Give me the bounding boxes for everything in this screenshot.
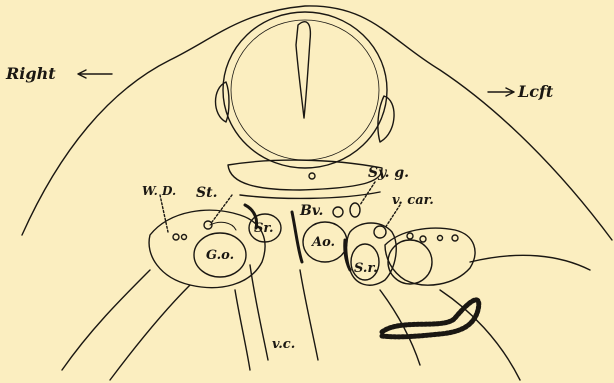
lower-left-tissue: [62, 270, 150, 370]
label-go: G.o.: [206, 249, 234, 262]
notochord: [228, 160, 382, 190]
arrow-right: [78, 70, 112, 78]
arrow-left: [488, 88, 514, 96]
label-vc: v.c.: [272, 338, 295, 351]
right-kidney: [385, 228, 475, 285]
label-st: St.: [196, 186, 217, 200]
label-right: Right: [6, 66, 56, 82]
aorta-region: [240, 192, 380, 198]
label-sr-right: S.r.: [354, 262, 378, 275]
label-vcar: v. car.: [392, 194, 434, 207]
label-left: Lcft: [518, 84, 553, 100]
neural-canal: [296, 22, 310, 118]
label-syg: Sy. g.: [368, 166, 409, 180]
label-ao: Ao.: [312, 236, 335, 249]
coiled-duct: [382, 300, 479, 337]
label-bv: Bv.: [300, 204, 323, 218]
label-wd: W. D.: [142, 185, 176, 197]
label-sr-left: Sr.: [254, 222, 274, 235]
